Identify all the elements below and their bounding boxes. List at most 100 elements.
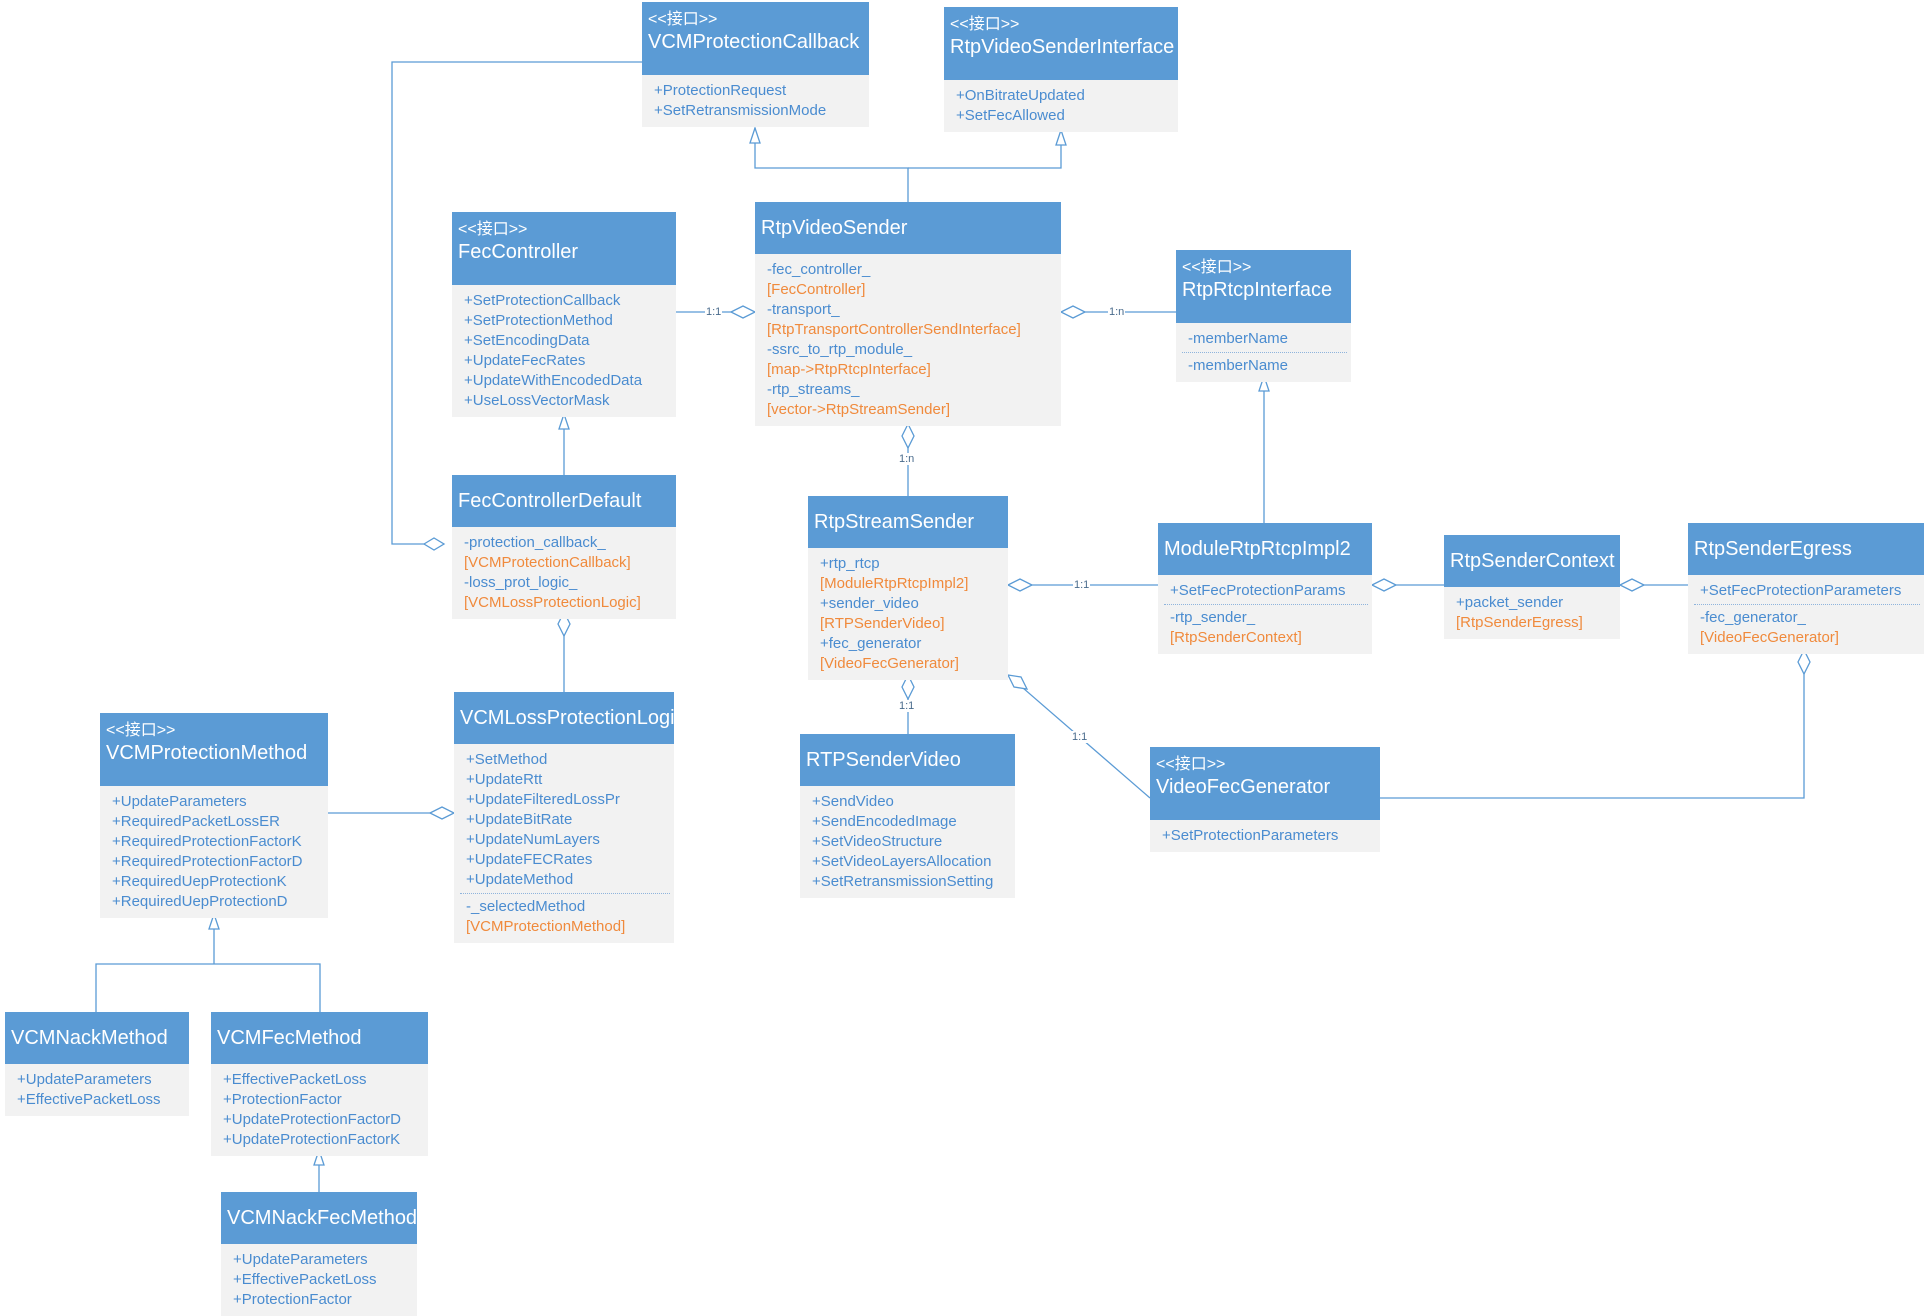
class-member: -ssrc_to_rtp_module_ bbox=[767, 341, 913, 358]
class-member: +SendEncodedImage bbox=[812, 813, 957, 830]
class-member: +SetFecAllowed bbox=[956, 107, 1065, 124]
class-member: -fec_controller_ bbox=[767, 261, 871, 278]
stereotype-label: <<接口>> bbox=[458, 221, 528, 238]
class-name: VCMProtectionMethod bbox=[106, 742, 308, 764]
member-type: [FecController] bbox=[767, 281, 866, 298]
class-rtp-video-sender-interface[interactable]: <<接口>> RtpVideoSenderInterface +OnBitrateU… bbox=[944, 7, 1178, 132]
member-type: [VCMProtectionCallback] bbox=[464, 554, 631, 571]
class-member: +RequiredUepProtectionK bbox=[112, 873, 287, 890]
class-name: RtpRtcpInterface bbox=[1182, 279, 1333, 301]
class-fec-controller-default[interactable]: FecControllerDefault-protection_callback… bbox=[452, 475, 676, 619]
class-name: RtpVideoSender bbox=[761, 217, 908, 239]
member-type: [VideoFecGenerator] bbox=[1700, 629, 1839, 646]
member-type: [RtpSenderEgress] bbox=[1456, 614, 1583, 631]
class-rtp-rtcp-interface[interactable]: <<接口>> RtpRtcpInterface -memberName -member… bbox=[1176, 250, 1351, 382]
member-type: [RTPSenderVideo] bbox=[820, 615, 945, 632]
class-member: +UpdateFECRates bbox=[466, 851, 593, 868]
class-name: VideoFecGenerator bbox=[1156, 776, 1331, 798]
class-member: +SetMethod bbox=[466, 751, 548, 768]
compartment-divider bbox=[460, 893, 670, 894]
class-vcm-protection-callback[interactable]: <<接口>>VCMProtectionCallback+ProtectionRe… bbox=[642, 2, 869, 127]
multiplicity-label: 1:1 bbox=[705, 306, 723, 318]
class-member: +SetFecProtectionParams bbox=[1170, 582, 1346, 599]
class-member: +SetRetransmissionSetting bbox=[812, 873, 994, 890]
stereotype-label: <<接口>> bbox=[1182, 259, 1252, 276]
realization-line bbox=[908, 130, 1062, 169]
hollow-triangle-arrow bbox=[749, 125, 761, 144]
class-fec-controller[interactable]: <<接口>>FecController+SetProtectionCallbac… bbox=[452, 212, 676, 417]
class-member: +UseLossVectorMask bbox=[464, 392, 610, 409]
class-member: +UpdateParameters bbox=[233, 1251, 368, 1268]
compartment-divider bbox=[1694, 604, 1920, 605]
class-member: +SetVideoLayersAllocation bbox=[812, 853, 992, 870]
class-member: -fec_generator_ bbox=[1700, 609, 1806, 626]
class-vcm-nack-fec-method[interactable]: VCMNackFecMethod+UpdateParameters+Effect… bbox=[221, 1192, 417, 1316]
hollow-diamond bbox=[901, 673, 915, 701]
class-rtp-video-sender[interactable]: RtpVideoSender -fec_controller_ [FecContro… bbox=[755, 202, 1061, 426]
class-vcm-loss-protection-logic[interactable]: VCMLossProtectionLogic+SetMethod+UpdateR… bbox=[454, 692, 685, 943]
class-name: VCMFecMethod bbox=[217, 1027, 362, 1049]
class-name: ModuleRtpRtcpImpl2 bbox=[1164, 538, 1351, 560]
class-vcm-nack-method[interactable]: VCMNackMethod+UpdateParameters+Effective… bbox=[5, 1012, 189, 1116]
hollow-diamond bbox=[729, 305, 757, 319]
class-member: +SendVideo bbox=[812, 793, 894, 810]
stereotype-label: <<接口>> bbox=[1156, 756, 1226, 773]
class-member: +UpdateParameters bbox=[112, 793, 247, 810]
class-member: -rtp_streams_ bbox=[767, 381, 860, 398]
class-member: +UpdateMethod bbox=[466, 871, 574, 888]
member-type: [VCMLossProtectionLogic] bbox=[464, 594, 641, 611]
class-member: +UpdateNumLayers bbox=[466, 831, 600, 848]
hollow-diamond bbox=[422, 537, 446, 551]
class-rtp-sender-video[interactable]: RTPSenderVideo +SendVideo +SendEncodedImag… bbox=[800, 734, 1015, 898]
class-member: +rtp_rtcp bbox=[820, 555, 880, 572]
stereotype-label: <<接口>> bbox=[950, 16, 1020, 33]
class-member: +UpdateBitRate bbox=[466, 811, 573, 828]
class-vcm-fec-method[interactable]: VCMFecMethod+EffectivePacketLoss+Protect… bbox=[211, 1012, 428, 1156]
class-name: RtpStreamSender bbox=[814, 511, 975, 533]
multiplicity-label: 1:1 bbox=[1073, 579, 1091, 591]
member-type: [vector->RtpStreamSender] bbox=[767, 401, 950, 418]
class-member: +SetProtectionMethod bbox=[464, 312, 613, 329]
class-vcm-protection-method[interactable]: <<接口>>VCMProtectionMethod+UpdateParamete… bbox=[100, 713, 328, 918]
multiplicity-label: 1:1 bbox=[1071, 731, 1089, 743]
class-member: -memberName bbox=[1188, 330, 1289, 347]
class-rtp-stream-sender[interactable]: RtpStreamSender+rtp_rtcp[ModuleRtpRtcpIm… bbox=[808, 496, 1008, 680]
class-member: +RequiredPacketLossER bbox=[112, 813, 281, 830]
class-member: +UpdateWithEncodedData bbox=[464, 372, 643, 389]
class-member: +UpdateRtt bbox=[466, 771, 543, 788]
class-member: -memberName bbox=[1188, 357, 1289, 374]
class-name: RtpSenderEgress bbox=[1694, 538, 1852, 560]
class-member: +SetFecProtectionParameters bbox=[1700, 582, 1902, 599]
class-member: +RequiredProtectionFactorK bbox=[112, 833, 302, 850]
class-member: +ProtectionFactor bbox=[233, 1291, 352, 1308]
class-name: VCMProtectionCallback bbox=[648, 31, 860, 53]
hollow-diamond bbox=[901, 422, 915, 450]
class-name: VCMNackMethod bbox=[11, 1027, 168, 1049]
class-member: +EffectivePacketLoss bbox=[17, 1091, 161, 1108]
class-member: +sender_video bbox=[820, 595, 919, 612]
class-member: +fec_generator bbox=[820, 635, 922, 652]
generalization-line bbox=[95, 963, 321, 1012]
class-member: -protection_callback_ bbox=[464, 534, 606, 551]
member-type: [VCMProtectionMethod] bbox=[466, 918, 626, 935]
hollow-triangle-arrow bbox=[208, 911, 220, 930]
class-name: RtpVideoSenderInterface bbox=[950, 36, 1175, 58]
class-module-rtp-rtcp-impl2[interactable]: ModuleRtpRtcpImpl2 +SetFecProtectionParam… bbox=[1158, 523, 1372, 654]
compartment-divider bbox=[1182, 352, 1347, 353]
class-member: -loss_prot_logic_ bbox=[464, 574, 578, 591]
class-member: +ProtectionRequest bbox=[654, 82, 787, 99]
class-video-fec-generator[interactable]: <<接口>>VideoFecGenerator+SetProtectionPar… bbox=[1150, 747, 1380, 852]
multiplicity-label: 1:n bbox=[1108, 306, 1126, 318]
class-name: RTPSenderVideo bbox=[806, 749, 961, 771]
member-type: [VideoFecGenerator] bbox=[820, 655, 959, 672]
class-rtp-sender-egress[interactable]: RtpSenderEgress +SetFecProtectionParamete… bbox=[1688, 523, 1924, 654]
class-rtp-sender-context[interactable]: RtpSenderContext+packet_sender[RtpSender… bbox=[1444, 535, 1620, 639]
class-member: +RequiredUepProtectionD bbox=[112, 893, 288, 910]
class-member: +RequiredProtectionFactorD bbox=[112, 853, 303, 870]
class-member: +EffectivePacketLoss bbox=[223, 1071, 367, 1088]
class-member: +OnBitrateUpdated bbox=[956, 87, 1085, 104]
class-member: -transport_ bbox=[767, 301, 840, 318]
class-member: -rtp_sender_ bbox=[1170, 609, 1256, 626]
hollow-diamond bbox=[1797, 648, 1811, 676]
hollow-diamond bbox=[1006, 578, 1034, 592]
